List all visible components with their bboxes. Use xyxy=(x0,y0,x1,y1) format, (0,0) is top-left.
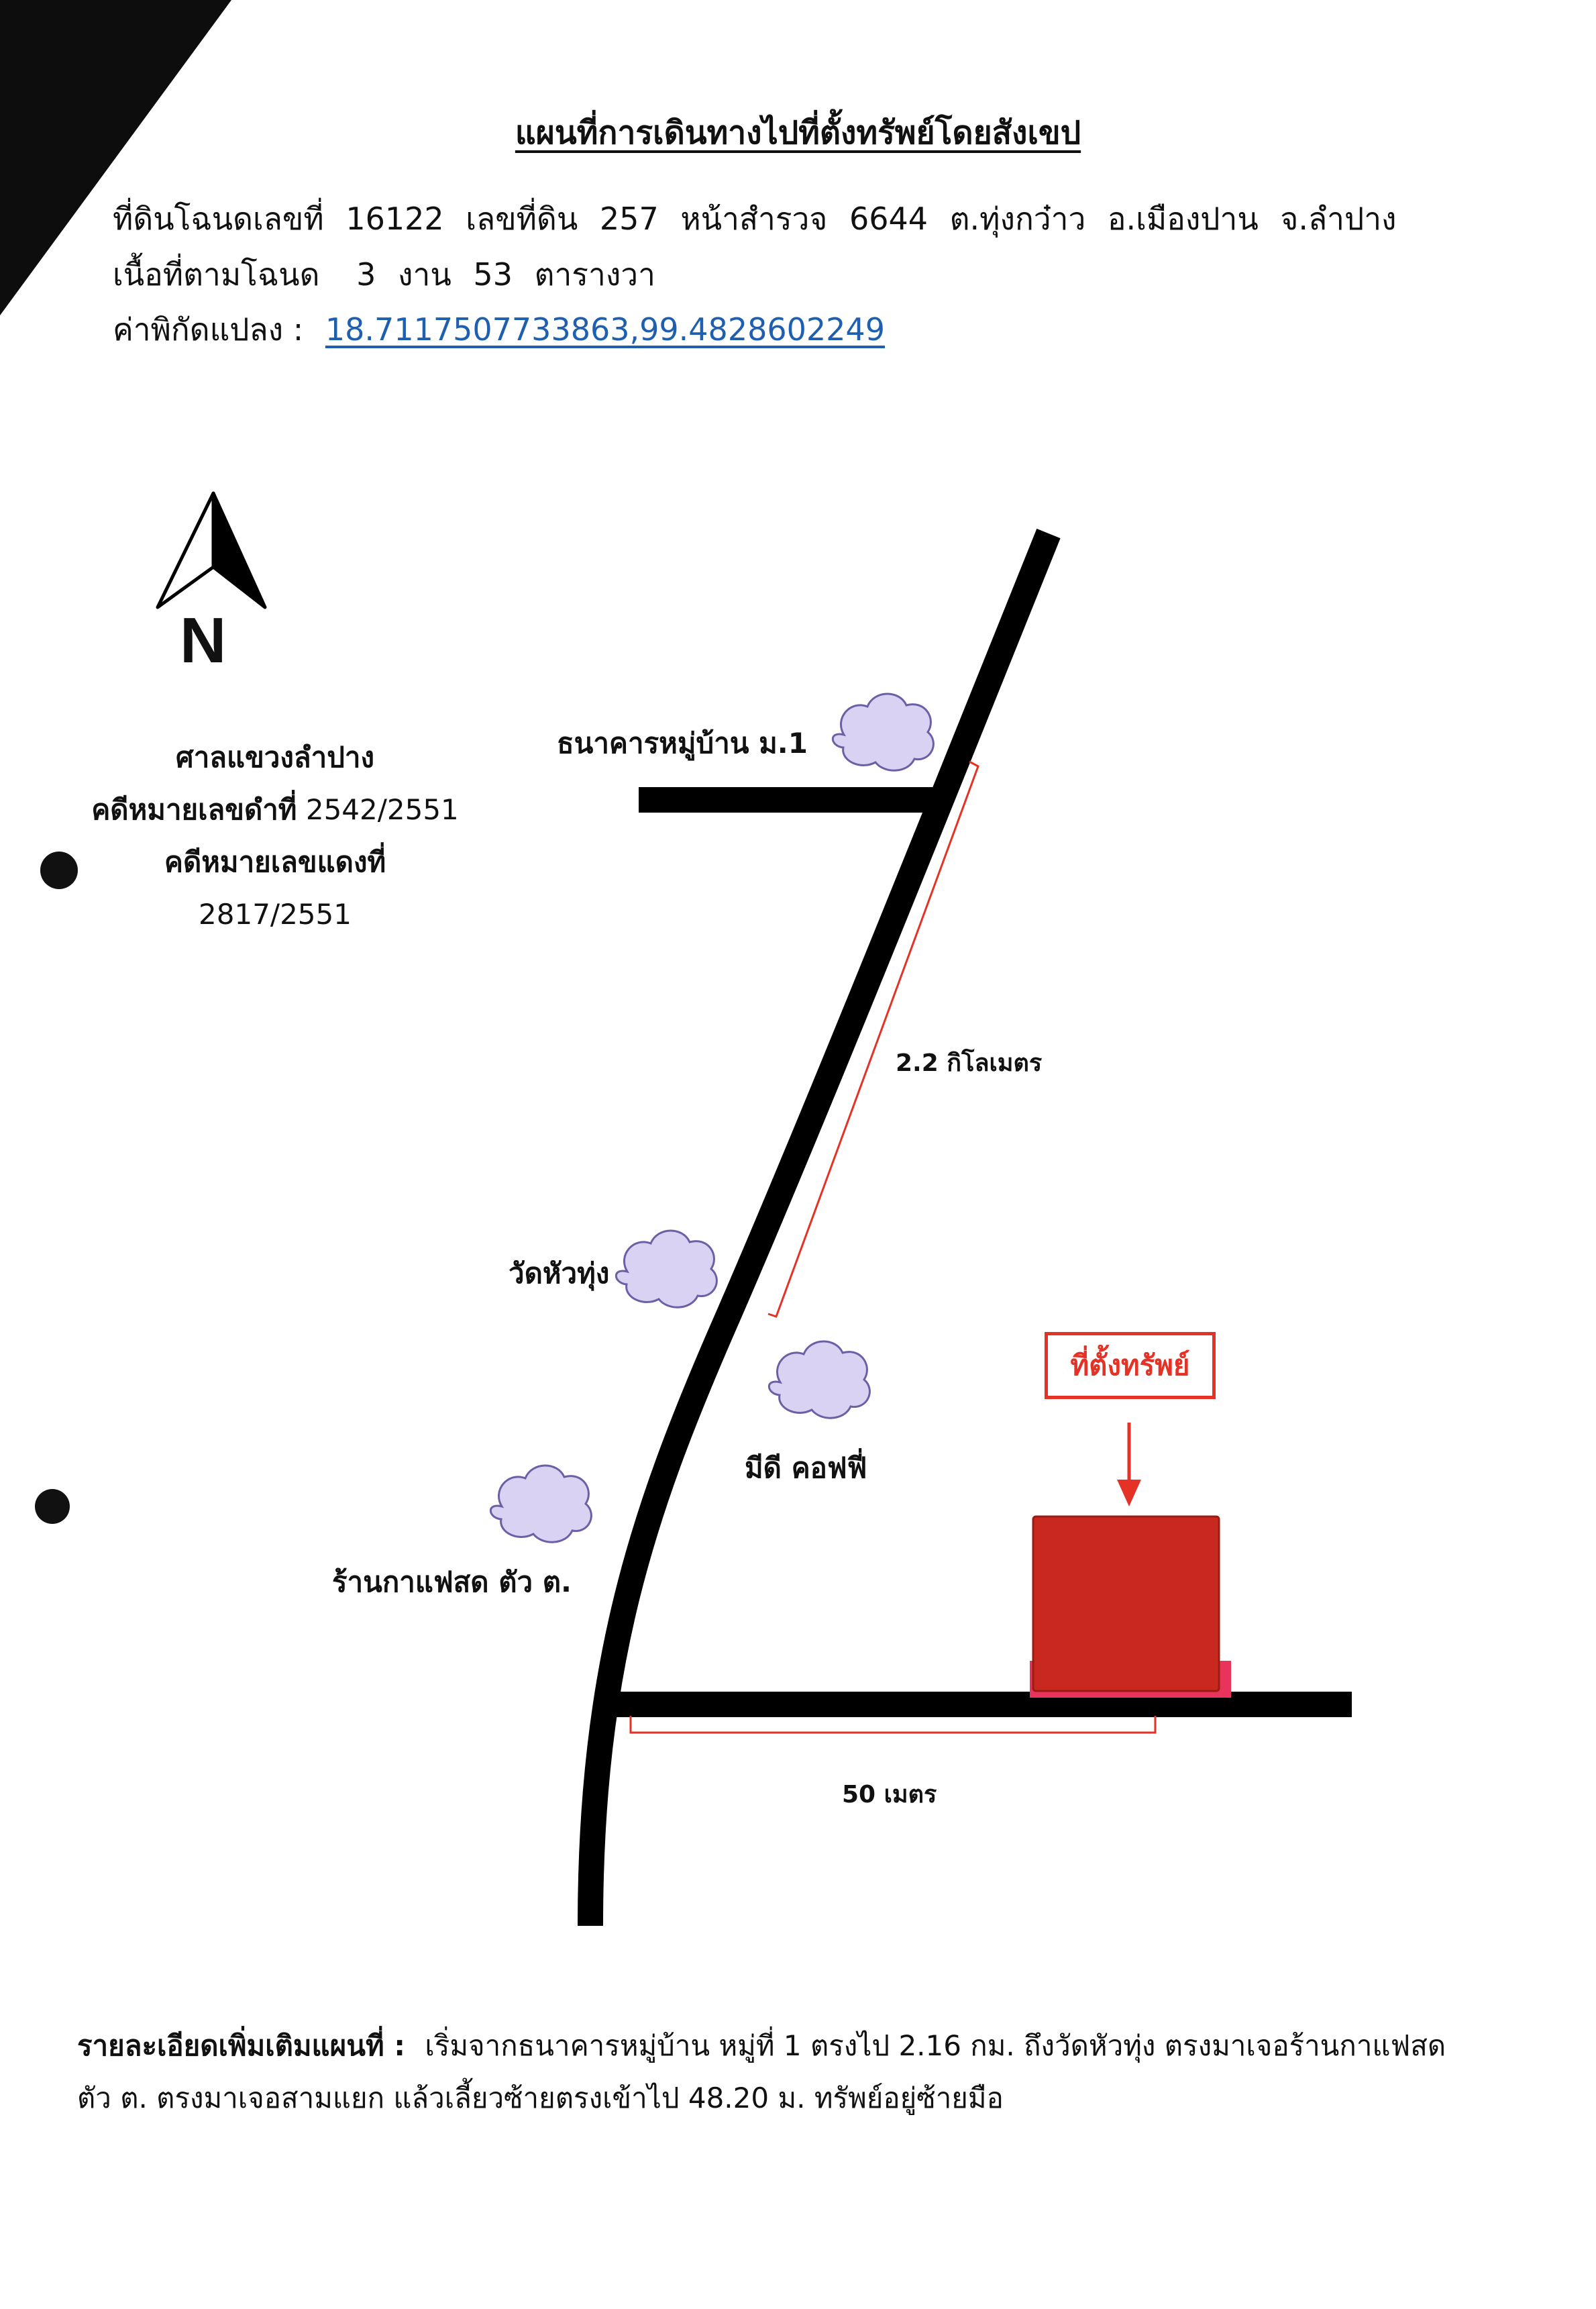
scan-corner-shadow xyxy=(0,0,231,315)
parcel-label: เลขที่ดิน xyxy=(466,201,578,237)
landmark-cafe-cloud xyxy=(768,1340,871,1419)
label-cafe: มีดี คอฟฟี่ xyxy=(745,1451,867,1484)
coordinate-link[interactable]: 18.7117507733863,99.4828602249 xyxy=(325,311,885,348)
main-road xyxy=(578,528,1061,1927)
case-info: ศาลแขวงลำปาง คดีหมายเลขดำที่ 2542/2551 ค… xyxy=(87,731,463,941)
area-wa-label: ตารางวา xyxy=(534,256,655,293)
deed-number: 16122 xyxy=(345,201,444,237)
parcel-number: 257 xyxy=(599,201,659,237)
district: อ.เมืองปาน xyxy=(1107,201,1259,237)
deed-label: ที่ดินโฉนดเลขที่ xyxy=(113,201,324,237)
area-rai-value: 3 xyxy=(356,256,376,293)
north-label: N xyxy=(180,605,227,676)
map-details: รายละเอียดเพิ่มเติมแผนที่ : เริ่มจากธนาค… xyxy=(77,2020,1526,2124)
punch-hole-top xyxy=(40,852,78,889)
red-case-row: คดีหมายเลขแดงที่ 2817/2551 xyxy=(87,836,463,941)
court-name: ศาลแขวงลำปาง xyxy=(176,741,374,774)
label-coffee-shop: ร้านกาแฟสด ตัว ต. xyxy=(332,1566,572,1598)
area-label: เนื้อที่ตามโฉนด xyxy=(113,256,320,293)
survey-label: หน้าสำรวจ xyxy=(680,201,828,237)
area-wa-value: 53 xyxy=(473,256,513,293)
map-details-line-1: รายละเอียดเพิ่มเติมแผนที่ : เริ่มจากธนาค… xyxy=(77,2020,1526,2072)
landmark-bank-cloud xyxy=(832,692,935,772)
black-case-row: คดีหมายเลขดำที่ 2542/2551 xyxy=(87,784,463,836)
coordinate-line: ค่าพิกัดแปลง : 18.7117507733863,99.48286… xyxy=(113,305,897,354)
property-pointer-arrow xyxy=(1117,1423,1141,1506)
label-temple: วัดหัวทุ่ง xyxy=(509,1257,610,1290)
subdistrict: ต.ทุ่งกว๋าว xyxy=(949,201,1086,237)
red-case-label: คดีหมายเลขแดงที่ xyxy=(164,845,386,878)
page-title: แผนที่การเดินทางไปที่ตั้งทรัพย์โดยสังเขป xyxy=(515,114,1081,152)
deed-info-line: ที่ดินโฉนดเลขที่ 16122 เลขที่ดิน 257 หน้… xyxy=(113,195,1409,244)
map-details-line-2: ตัว ต. ตรงมาเจอสามแยก แล้วเลี้ยวซ้ายตรงเ… xyxy=(77,2072,1526,2124)
main-road-distance-bracket xyxy=(767,760,979,1318)
red-case-number: 2817/2551 xyxy=(199,898,352,931)
north-arrow-icon xyxy=(156,491,267,609)
area-info-line: เนื้อที่ตามโฉนด 3 งาน 53 ตารางวา xyxy=(113,250,668,299)
area-ngan-label: งาน xyxy=(398,256,451,293)
side-road-distance-bracket xyxy=(629,1716,1157,1734)
survey-number: 6644 xyxy=(849,201,928,237)
punch-hole-bottom xyxy=(35,1489,70,1524)
property-block xyxy=(1030,1515,1231,1698)
distance-main-road: 2.2 กิโลเมตร xyxy=(896,1049,1043,1077)
black-case-number: 2542/2551 xyxy=(305,793,459,826)
property-label-box: ที่ตั้งทรัพย์ xyxy=(1045,1332,1216,1399)
label-bank: ธนาคารหมู่บ้าน ม.1 xyxy=(557,727,808,760)
coordinate-label: ค่าพิกัดแปลง : xyxy=(113,311,304,348)
distance-side-road: 50 เมตร xyxy=(842,1781,937,1808)
landmark-coffee-shop-cloud xyxy=(490,1464,592,1543)
map-details-text-1: เริ่มจากธนาคารหมู่บ้าน หมู่ที่ 1 ตรงไป 2… xyxy=(425,2029,1446,2062)
landmark-temple-cloud xyxy=(615,1229,718,1309)
property-label: ที่ตั้งทรัพย์ xyxy=(1070,1349,1190,1382)
province: จ.ลำปาง xyxy=(1280,201,1397,237)
map-details-text-2: ตัว ต. ตรงมาเจอสามแยก แล้วเลี้ยวซ้ายตรงเ… xyxy=(77,2082,1004,2114)
map-details-label: รายละเอียดเพิ่มเติมแผนที่ : xyxy=(77,2029,406,2062)
black-case-label: คดีหมายเลขดำที่ xyxy=(91,793,297,826)
